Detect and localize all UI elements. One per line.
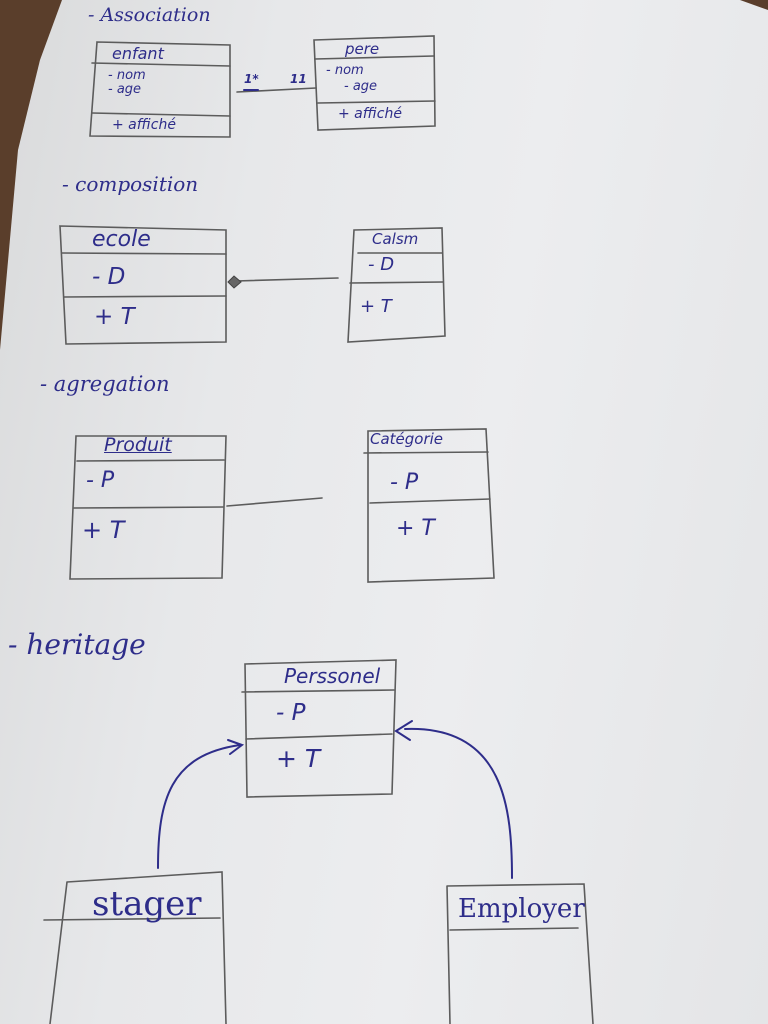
produit-method-1: + T xyxy=(82,516,125,544)
perssonel-attr-1: - P xyxy=(276,700,306,726)
pere-attr-1: - nom xyxy=(326,63,364,78)
produit-divider-1 xyxy=(76,459,225,462)
composition-link xyxy=(235,277,339,282)
stager-divider-1 xyxy=(43,917,221,921)
calsm-box xyxy=(347,227,446,343)
stager-inheritance-arrow xyxy=(157,744,241,869)
categorie-divider-2 xyxy=(369,498,491,504)
employer-inheritance-arrow xyxy=(404,727,513,879)
produit-class-name: Produit xyxy=(104,434,172,456)
ecole-box xyxy=(59,225,227,345)
enfant-divider-1 xyxy=(91,62,231,67)
ecole-method-1: + T xyxy=(94,304,135,330)
association-link xyxy=(236,87,317,93)
multiplicity-right: 11 xyxy=(290,72,307,86)
heading-association: - Association xyxy=(88,4,211,26)
pere-divider-1 xyxy=(314,55,435,60)
perssonel-class-name: Perssonel xyxy=(284,664,381,688)
stager-class-name: stager xyxy=(92,884,202,924)
enfant-method-1: + affiché xyxy=(112,117,176,133)
categorie-box xyxy=(367,428,495,583)
pere-divider-2 xyxy=(317,100,436,104)
calsm-attr-1: - D xyxy=(368,254,395,275)
employer-arrowhead-icon xyxy=(394,720,413,741)
enfant-attr-2: - age xyxy=(108,82,142,97)
produit-attr-1: - P xyxy=(86,468,115,493)
calsm-class-name: Calsm xyxy=(372,230,419,248)
ecole-divider-2 xyxy=(63,295,227,298)
enfant-box xyxy=(89,41,231,138)
pere-method-1: + affiché xyxy=(338,106,402,122)
ecole-divider-1 xyxy=(61,252,227,255)
categorie-divider-1 xyxy=(363,451,489,454)
stager-arrowhead-icon xyxy=(227,739,245,755)
categorie-attr-1: - P xyxy=(390,470,419,495)
pere-attr-2: - age xyxy=(344,79,378,94)
produit-divider-2 xyxy=(73,506,224,509)
categorie-class-name: Catégorie xyxy=(370,430,444,448)
employer-divider-1 xyxy=(449,927,579,931)
perssonel-box xyxy=(244,659,397,798)
enfant-divider-2 xyxy=(91,112,231,117)
multiplicity-left: 1* xyxy=(244,72,259,86)
pere-box xyxy=(313,35,436,131)
perssonel-divider-2 xyxy=(245,733,393,740)
ecole-class-name: ecole xyxy=(92,227,151,252)
enfant-class-name: enfant xyxy=(112,44,164,63)
heading-heritage: - heritage xyxy=(8,628,146,661)
categorie-method-1: + T xyxy=(396,516,435,541)
pere-class-name: pere xyxy=(345,40,380,58)
heading-aggregation: - agregation xyxy=(40,372,170,396)
calsm-divider-2 xyxy=(349,281,444,284)
aggregation-link xyxy=(226,497,323,507)
ecole-attr-1: - D xyxy=(92,264,126,290)
perssonel-method-1: + T xyxy=(276,744,321,773)
employer-class-name: Employer xyxy=(458,894,585,924)
perssonel-divider-1 xyxy=(241,689,395,693)
heading-composition: - composition xyxy=(62,172,199,196)
employer-box xyxy=(446,883,594,1024)
produit-box xyxy=(69,435,227,580)
stager-box xyxy=(49,871,227,1024)
composition-diamond-icon xyxy=(227,275,242,289)
enfant-attr-1: - nom xyxy=(108,68,146,83)
calsm-method-1: + T xyxy=(360,296,392,317)
